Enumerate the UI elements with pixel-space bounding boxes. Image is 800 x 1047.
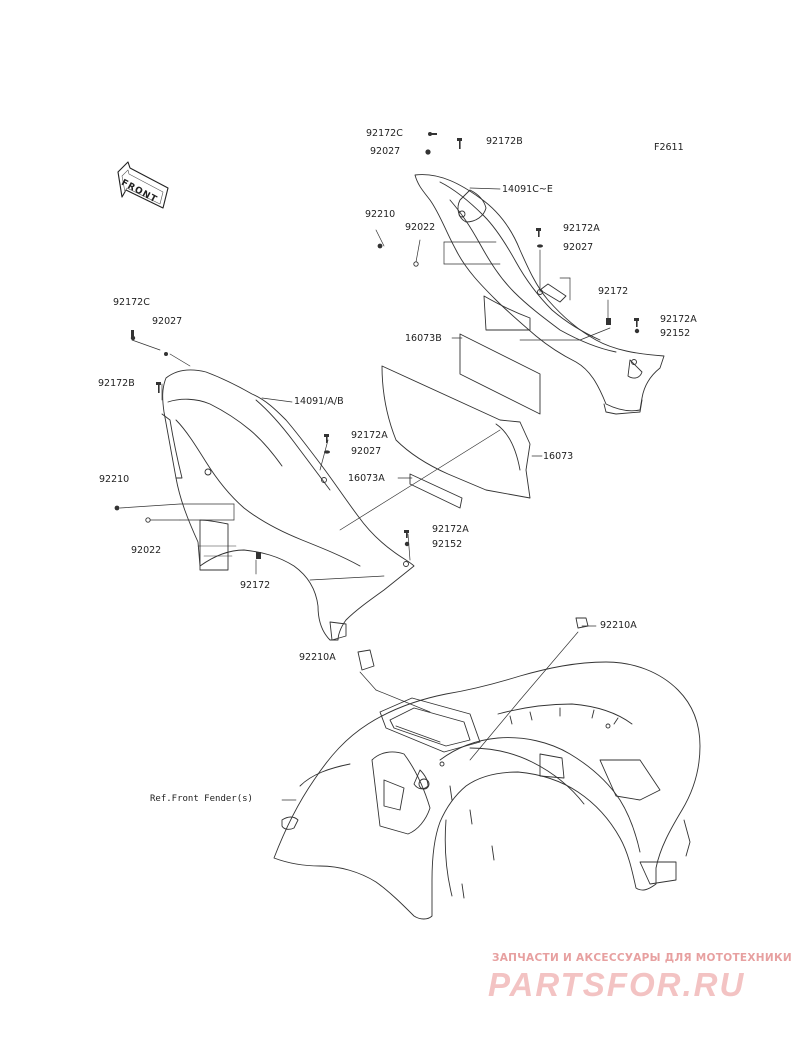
label-92172-r: 92172 xyxy=(598,286,629,297)
side-cover-left-14091-a-b xyxy=(161,369,415,641)
label-92172a-l1: 92172A xyxy=(351,430,388,441)
label-14091-a-b: 14091/A/B xyxy=(294,396,344,407)
label-14091c-e: 14091C~E xyxy=(502,184,553,195)
watermark-logo: PARTSFOR.RU xyxy=(488,966,746,1003)
label-92027-left: 92027 xyxy=(152,316,183,327)
label-92152-r: 92152 xyxy=(660,328,691,339)
label-92172c-left: 92172C xyxy=(113,297,150,308)
label-92027-top: 92027 xyxy=(370,146,401,157)
label-92172b-top: 92172B xyxy=(486,136,523,147)
panel-16073b xyxy=(459,333,541,415)
label-92172-l: 92172 xyxy=(240,580,271,591)
watermark-subtitle: ЗАПЧАСТИ И АКСЕССУАРЫ ДЛЯ МОТОТЕХНИКИ xyxy=(492,952,792,964)
panel-16073 xyxy=(381,365,531,499)
label-92210-right: 92210 xyxy=(365,209,396,220)
label-92152-l: 92152 xyxy=(432,539,463,550)
figure-id: F2611 xyxy=(654,142,684,153)
front-arrow-icon xyxy=(117,161,169,209)
clip-92210a xyxy=(357,617,589,671)
label-92027-l1: 92027 xyxy=(351,446,382,457)
leader-lines xyxy=(119,187,611,801)
label-ref-front-fender: Ref.Front Fender(s) xyxy=(150,794,253,804)
label-92172a-r1: 92172A xyxy=(563,223,600,234)
label-92172c-top: 92172C xyxy=(366,128,403,139)
label-92022-left: 92022 xyxy=(131,545,162,556)
label-92172b-left: 92172B xyxy=(98,378,135,389)
label-92022-right: 92022 xyxy=(405,222,436,233)
label-92210-left: 92210 xyxy=(99,474,130,485)
strip-16073a xyxy=(409,473,463,509)
fastener-symbols xyxy=(114,132,640,559)
label-92172a-l2: 92172A xyxy=(432,524,469,535)
side-cover-right-14091c-e xyxy=(414,174,665,415)
label-92027-r1: 92027 xyxy=(563,242,594,253)
label-16073: 16073 xyxy=(543,451,574,462)
label-92210a-right: 92210A xyxy=(600,620,637,631)
label-92210a-left: 92210A xyxy=(299,652,336,663)
label-92172a-r2: 92172A xyxy=(660,314,697,325)
label-16073a: 16073A xyxy=(348,473,385,484)
front-fender xyxy=(273,661,701,920)
label-16073b: 16073B xyxy=(405,333,442,344)
